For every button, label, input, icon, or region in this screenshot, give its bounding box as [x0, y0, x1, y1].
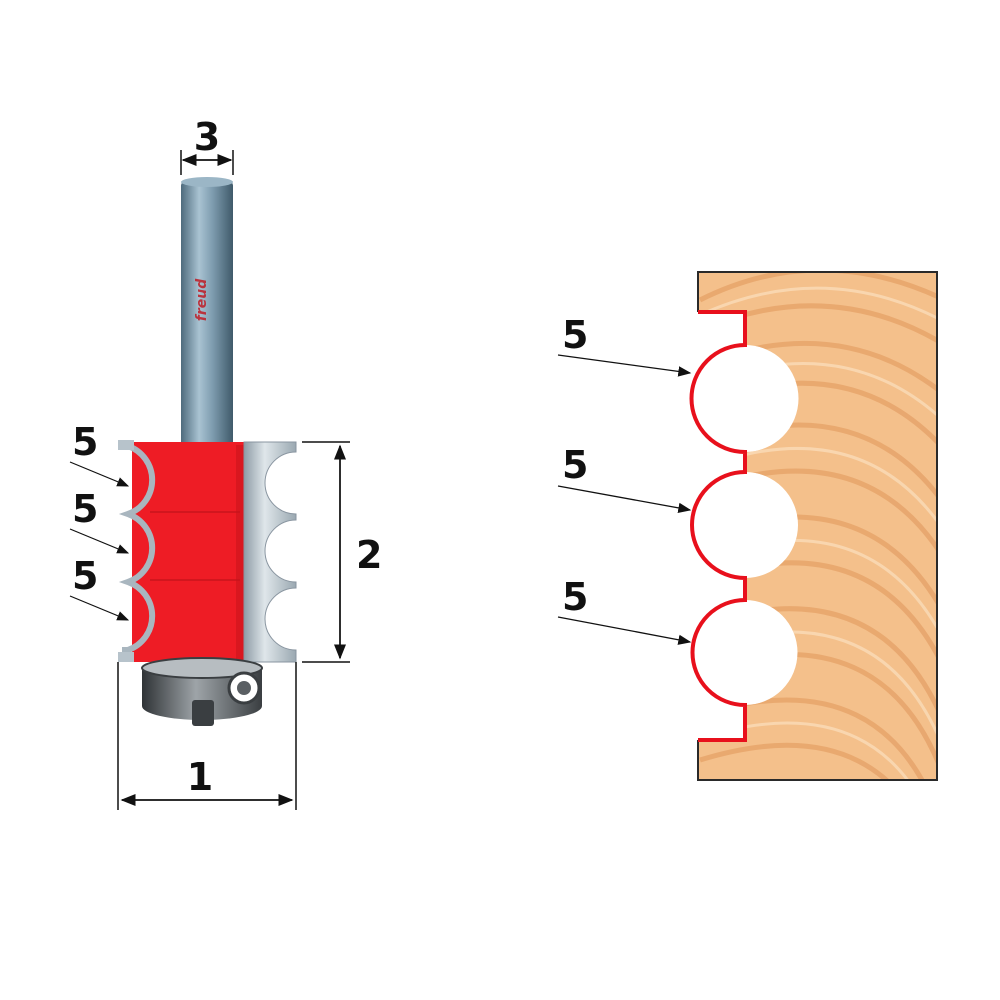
label-radius-bit-2: 5 [72, 487, 98, 531]
svg-text:freud: freud [194, 278, 210, 321]
brand-mark: freud [194, 278, 210, 321]
dimension-cutting-height: 2 [302, 441, 382, 663]
label-overall-diameter: 1 [187, 755, 213, 799]
label-radius-bit-3: 5 [72, 554, 98, 598]
label-radius-bit-1: 5 [72, 420, 98, 464]
bit-radius-labels: 5 5 5 [69, 420, 130, 621]
router-bit: freud [107, 177, 297, 726]
profile-edge [689, 310, 747, 742]
dimension-shank-diameter: 3 [180, 115, 234, 175]
label-radius-profile-1: 5 [562, 313, 588, 357]
label-radius-profile-3: 5 [562, 575, 588, 619]
carbide-insert [243, 441, 297, 663]
label-cutting-height: 2 [356, 533, 382, 577]
shank [181, 180, 233, 448]
dimension-overall-diameter: 1 [117, 662, 297, 810]
cutter-body [132, 442, 248, 662]
label-shank-diameter: 3 [194, 115, 220, 159]
guide-bearing [141, 657, 263, 726]
profile-radius-labels: 5 5 5 [557, 313, 692, 645]
wood-profile [689, 271, 938, 781]
label-radius-profile-2: 5 [562, 443, 588, 487]
